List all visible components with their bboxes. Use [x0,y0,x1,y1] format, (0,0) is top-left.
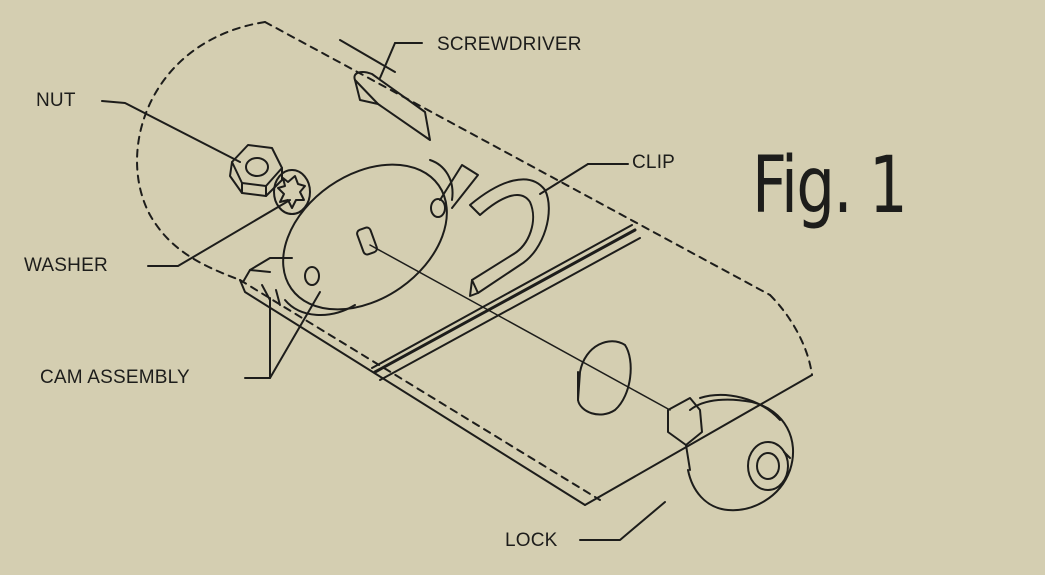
washer-shape [273,169,311,215]
clip-shape [469,178,550,297]
lock-body [667,394,795,512]
door-panel-edge [239,279,813,506]
callout-washer: WASHER [24,255,108,276]
cam-plate [282,159,479,316]
screwdriver-slot [339,39,431,141]
lock-axis-line [369,244,671,411]
door-panel-outline [136,21,813,501]
figure-title: Fig. 1 [752,141,908,231]
callout-nut: NUT [36,90,76,111]
door-rail [371,224,641,381]
callout-lock: LOCK [505,530,558,551]
cam-base [242,257,293,306]
callout-clip: CLIP [632,152,676,173]
callout-screwdriver: SCREWDRIVER [437,34,582,55]
leader-lines [101,42,666,541]
callout-cam-assembly: CAM ASSEMBLY [40,367,190,388]
cam-disc [577,340,632,416]
